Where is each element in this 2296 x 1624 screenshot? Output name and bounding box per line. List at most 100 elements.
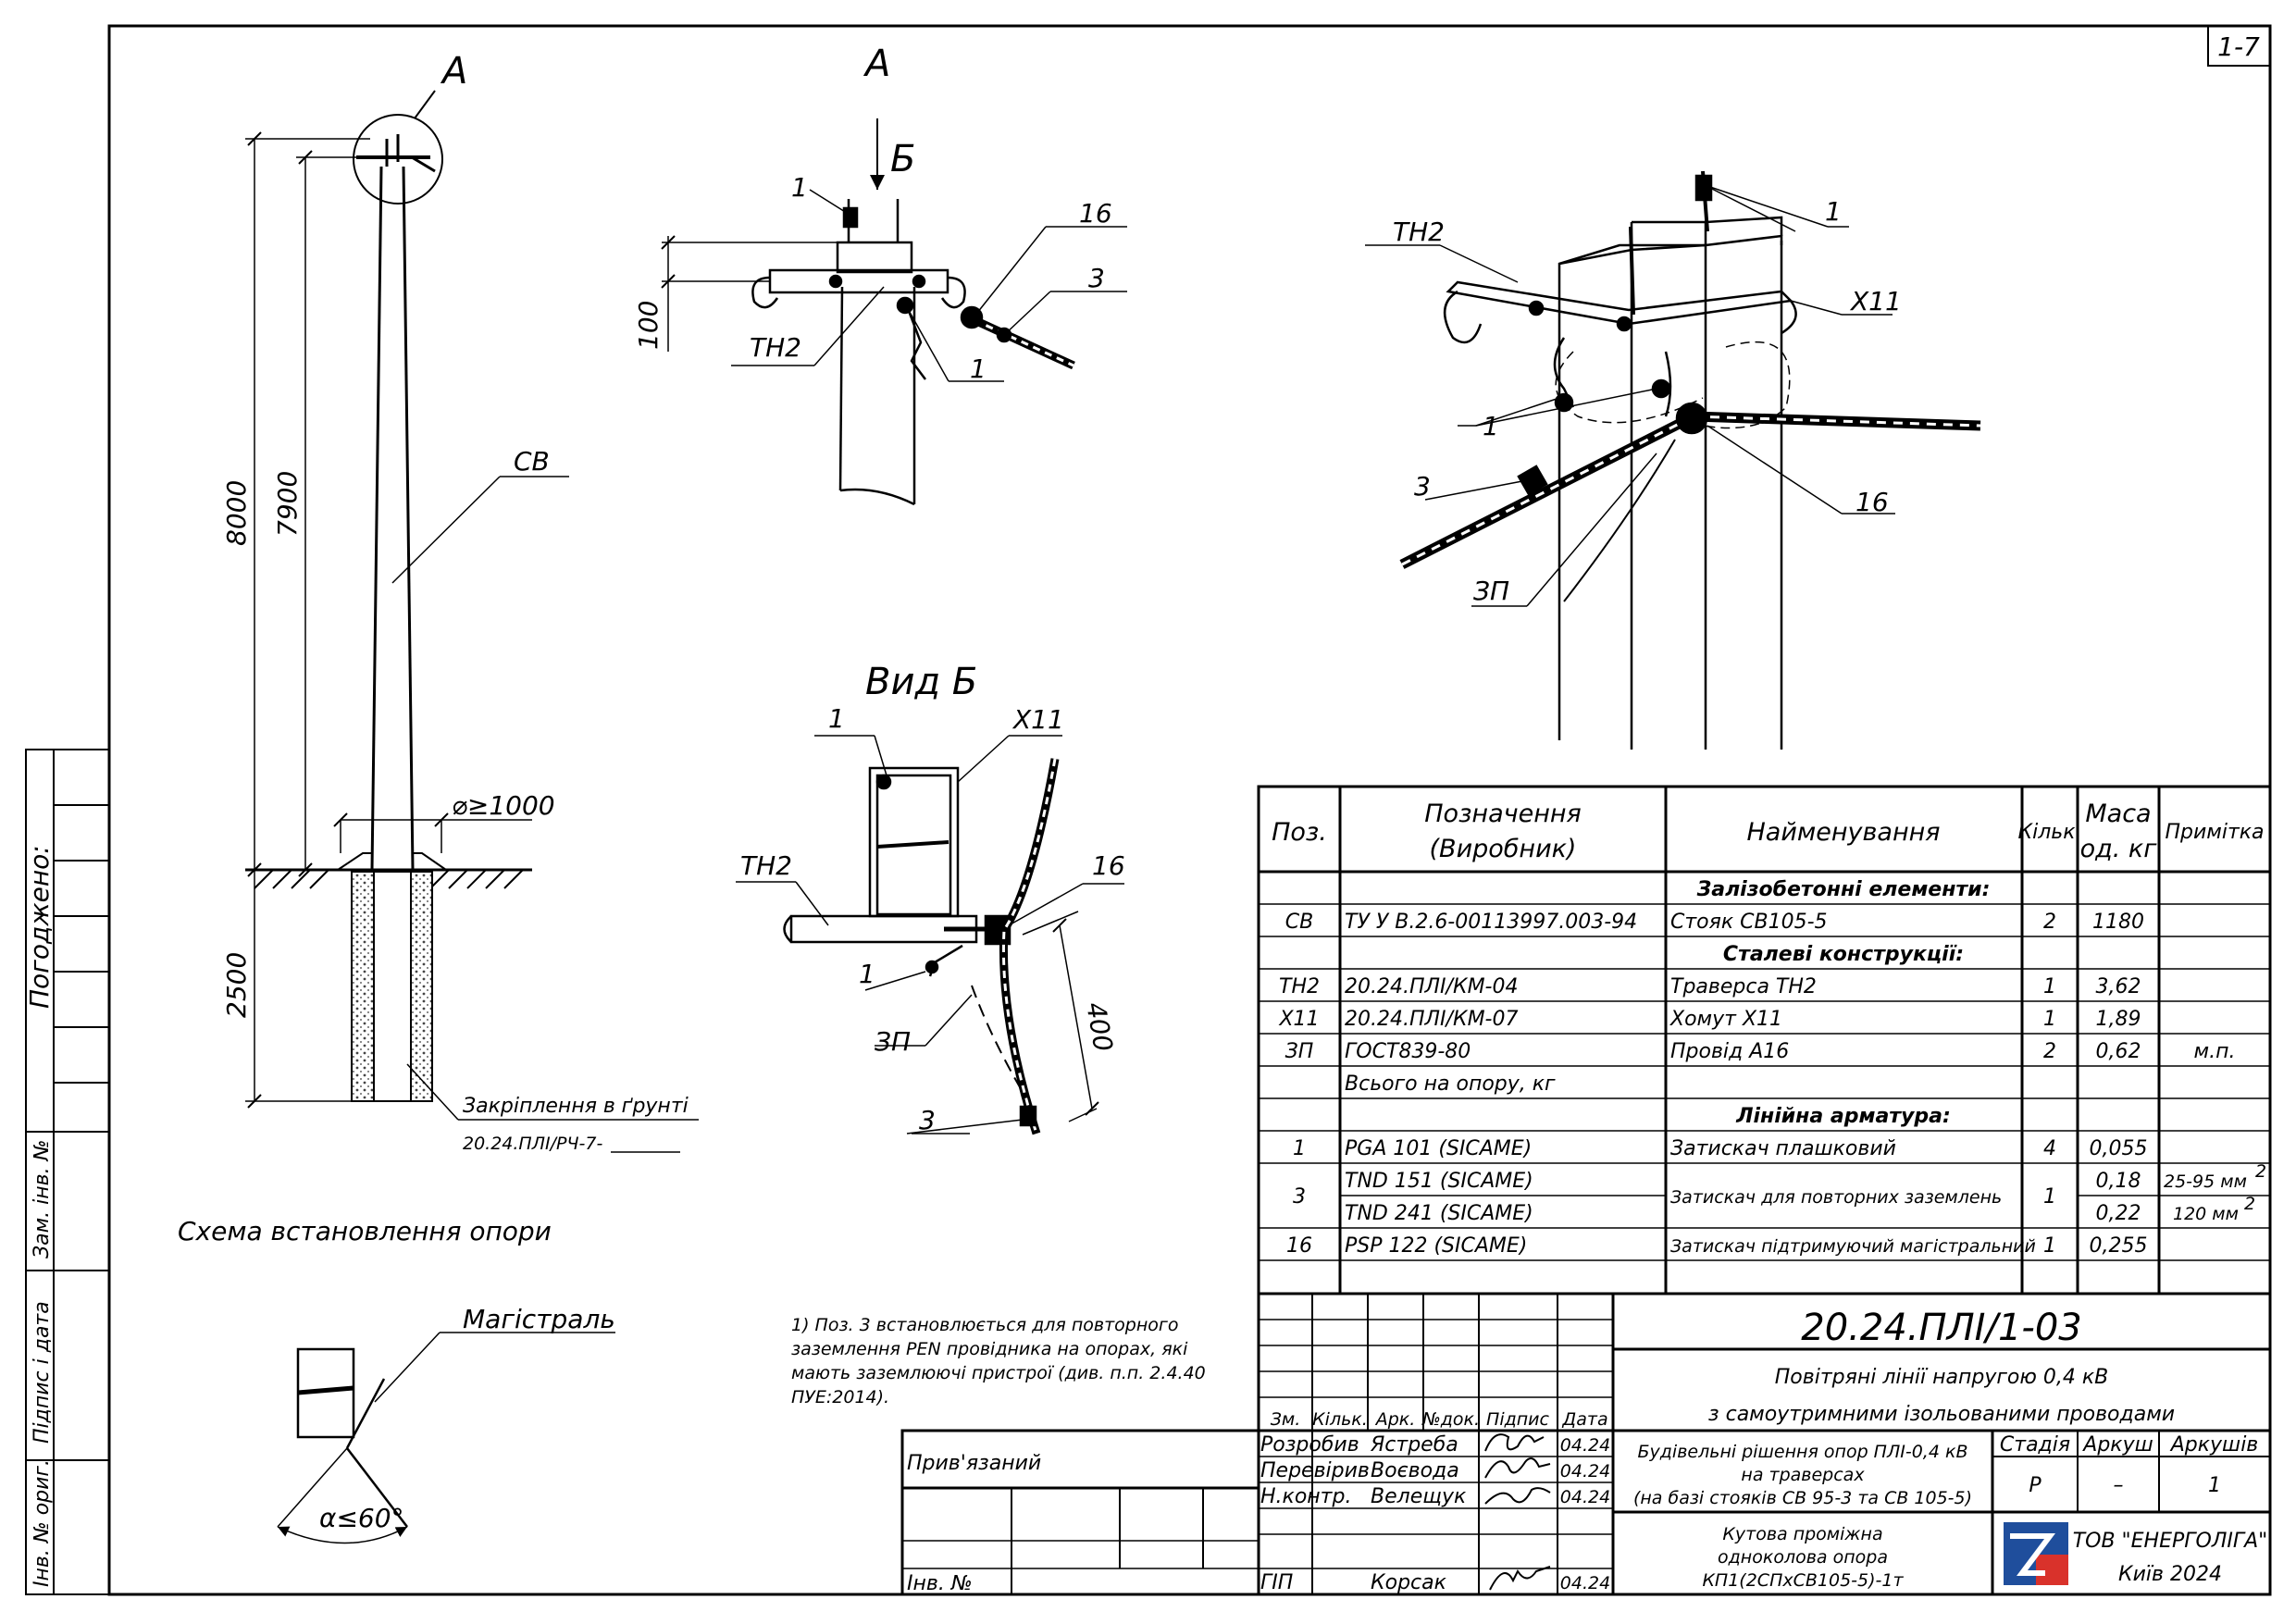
dim-100: 100 [633,301,664,350]
date-norm-control: 04.24 [1560,1487,1610,1507]
table-cell-name: Затискач для повторних заземлень [1670,1187,2002,1208]
sheets-value: 1 [2208,1474,2221,1497]
drawing-name-3: КП1(2СПхСВ105-5)-1т [1702,1570,1904,1591]
section-concrete: Залізобетонні елементи: [1696,878,1991,901]
note-block: 1) Поз. 3 встановлюється для повторного … [791,1315,1206,1407]
inv-label: Інв. № [907,1572,973,1595]
pole-scheme-caption: Схема встановлення опори [178,1216,552,1246]
detail-a-pos16: 16 [1079,198,1112,229]
detail-a-pos1-bottom: 1 [970,353,987,384]
note-line-1: 1) Поз. 3 встановлюється для повторного [791,1315,1179,1335]
iso-x11: Х11 [1849,286,1902,316]
company-city-year: Київ 2024 [2118,1563,2222,1586]
dim-diameter: ⌀≥1000 [452,790,555,821]
table-cell-designation: 20.24.ПЛІ/КМ-04 [1345,975,1519,998]
section-fittings: Лінійна арматура: [1735,1105,1951,1128]
table-cell-mass: 1,89 [2096,1008,2141,1031]
drawing-name-1: Кутова проміжна [1722,1524,1882,1544]
roles: Розробив Ястреба 04.24 Перевірив Воєвода… [1260,1433,1610,1594]
node-a-label: А [440,50,467,93]
bound-label: Прив'язаний [907,1452,1041,1475]
stage-value: Р [2029,1474,2042,1497]
table-cell-designation: Всього на опору, кг [1345,1072,1556,1096]
role-checker: Перевірив [1260,1459,1370,1482]
view-b-pos1-bottom: 1 [859,959,875,989]
table-cell-qty: 1 [2043,1234,2056,1258]
col-date: Дата [1561,1409,1607,1430]
col-qty: Кільк. [1312,1409,1368,1430]
name-checker: Воєвода [1371,1459,1459,1482]
hdr-name: Найменування [1746,818,1940,847]
sheet-title-1: Будівельні рішення опор ПЛІ-0,4 кВ [1638,1442,1968,1462]
detail-a-pos1-top: 1 [791,172,808,203]
note-line-4: ПУЕ:2014). [791,1387,889,1407]
stage-label: Стадія [2000,1433,2070,1457]
view-b-tn2: ТН2 [740,850,792,881]
angle-label: α≤60° [319,1503,404,1533]
table-cell-mass: 1180 [2092,911,2144,934]
table-cell-qty: 1 [2043,1008,2056,1031]
fixing-doc: 20.24.ПЛІ/РЧ-7- [463,1134,602,1154]
table-cell-mass: 0,055 [2090,1137,2148,1160]
detail-a-pos3: 3 [1088,263,1105,293]
hdr-mass-2: од. кг [2080,835,2158,863]
project-line-1: Повітряні лінії напругою 0,4 кВ [1775,1366,2109,1389]
name-norm-control: Велещук [1371,1485,1467,1508]
iso-pos1-top: 1 [1825,196,1842,227]
dim-7900: 7900 [272,471,303,537]
doc-code: 20.24.ПЛІ/1-03 [1801,1307,2081,1349]
spec-table-rows: СВ ТУ У В.2.6-00113997.003-94 Стояк СВ10… [1278,911,2266,1258]
view-b-drawing [736,735,1124,1135]
table-cell-pos: ЗП [1285,1040,1314,1063]
iso-pos1-left: 1 [1483,411,1499,441]
detail-a-drawing [661,118,1127,506]
project-line-2: з самоутримними ізольованими проводами [1708,1403,2175,1426]
note-line-2: заземлення PEN провідника на опорах, які [791,1339,1188,1359]
table-cell-note: м.п. [2194,1040,2236,1063]
table-cell-mass: 3,62 [2096,975,2141,998]
dim-8000: 8000 [221,480,252,546]
table-cell-pos: СВ [1285,911,1313,934]
table-cell-note-2: 120 мм [2173,1204,2239,1224]
table-cell-designation: ТУ У В.2.6-00113997.003-94 [1345,911,1637,934]
table-cell-note-sup: 2 [2255,1161,2266,1182]
sheet-title-2: на траверсах [1741,1465,1865,1485]
revision-col-headers: Зм. Кільк. Арк. №док. Підпис Дата [1271,1409,1608,1430]
company-logo-icon [2004,1522,2068,1585]
table-cell-designation-2: TND 241 (SICAME) [1345,1202,1533,1225]
pole-label: СВ [514,446,550,477]
table-cell-pos: ТН2 [1279,975,1320,998]
table-cell-mass: 0,62 [2096,1040,2141,1063]
table-cell-pos: Х11 [1278,1008,1319,1031]
title-block-grid [900,1292,2272,1596]
view-b-zp: ЗП [875,1026,911,1057]
iso-pos16: 16 [1855,487,1889,517]
section-steel: Сталеві конструкції: [1723,943,1964,966]
view-b-pos16: 16 [1092,850,1125,881]
role-chief-engineer: ГІП [1260,1571,1293,1594]
iso-pos3: 3 [1414,471,1431,502]
date-checker: 04.24 [1560,1461,1610,1481]
table-cell-pos: 1 [1293,1137,1306,1160]
table-cell-designation: PGA 101 (SICAME) [1345,1137,1532,1160]
side-replacement-label: Зам. інв. № [31,1140,54,1259]
spec-table-header: Поз. Позначення (Виробник) Найменування … [1272,800,2264,863]
date-chief-engineer: 04.24 [1560,1573,1610,1593]
side-inventory-label: Інв. № ориг. [31,1459,54,1587]
table-cell-name: Провід А16 [1670,1040,1789,1063]
table-cell-qty: 1 [2043,1185,2056,1209]
sheet-value: – [2114,1474,2124,1497]
col-sheet: Арк. [1374,1409,1416,1430]
hdr-pos: Поз. [1272,818,1327,847]
pole-scheme [245,90,699,1153]
view-b-pos3: 3 [919,1105,936,1135]
table-cell-name: Затискач підтримуючий магістральний [1670,1236,2036,1257]
detail-a-tn2: ТН2 [750,332,801,363]
note-line-3: мають заземлюючі пристрої (див. п.п. 2.4… [791,1363,1206,1383]
signatures [1484,1433,1551,1591]
fixing-label: Закріплення в ґрунті [463,1095,689,1118]
detail-a-title: А [863,43,890,85]
table-cell-qty: 2 [2043,911,2056,934]
iso-tn2: ТН2 [1393,217,1445,247]
